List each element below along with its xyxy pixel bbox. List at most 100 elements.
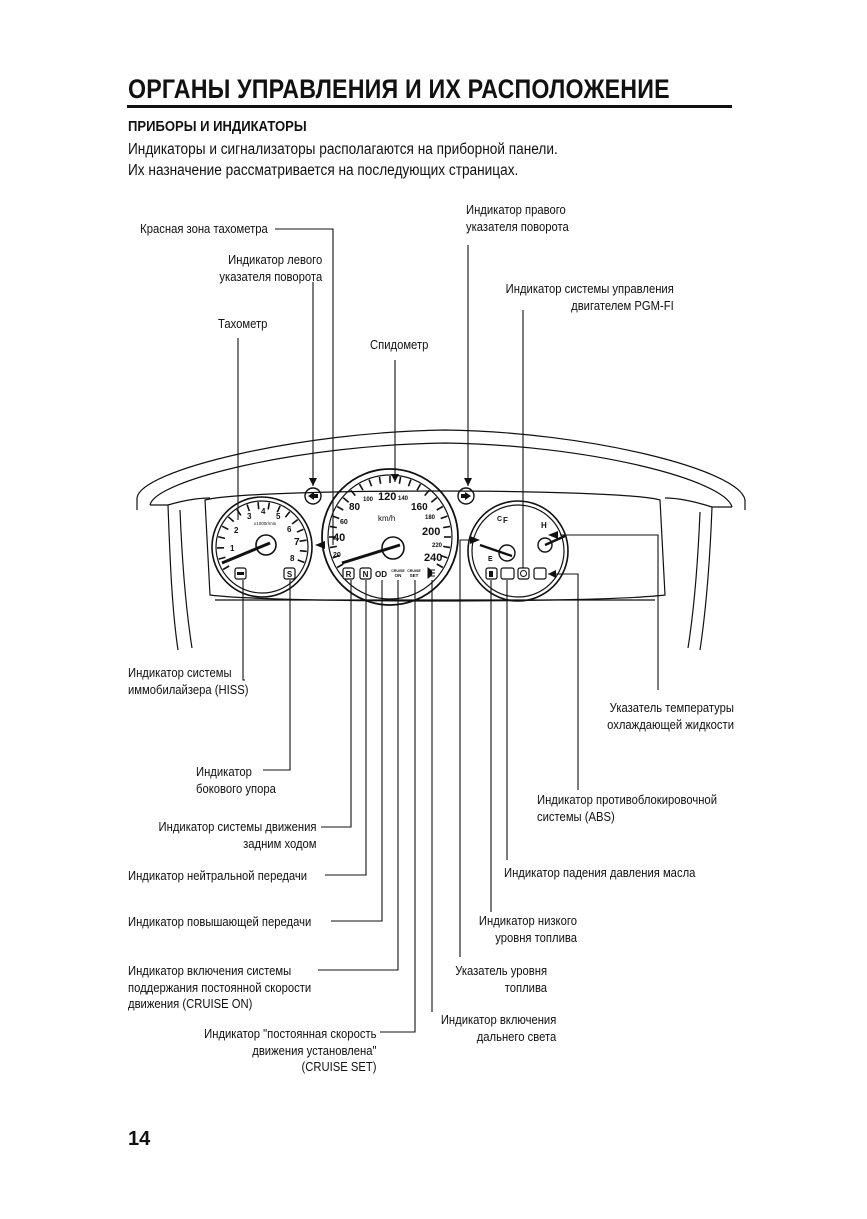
label-speedometer: Спидометр [370,338,429,352]
speedo-tick [336,563,344,569]
intro-line-2: Их назначение рассматривается на последу… [128,162,519,179]
tacho-unit: x1000r/min [254,521,277,526]
reverse-lamp [342,567,355,580]
label-oil-pressure: Индикатор падения давления масла [504,866,696,880]
leader-hiss [242,580,245,681]
speedo-num-40: 40 [333,532,345,544]
arrow-tacho-redzone [315,541,325,549]
leader-coolant [560,534,659,690]
speedo-tick [436,563,444,569]
speedo-num-240: 240 [424,552,442,564]
leader-reverse [321,580,352,828]
speedo-num-100: 100 [363,497,374,503]
reverse-lamp-letter: R [346,570,352,579]
left-turn-lamp [304,487,322,505]
temp-mark-c: C [497,516,502,523]
arrow-left-turn [309,478,317,486]
tacho-tick [217,536,226,540]
tacho-tick [222,565,230,571]
fuel-mark-e: E [488,556,493,563]
speedometer-dial [321,468,459,606]
tacho-num-6: 6 [287,525,292,534]
side-stand-lamp-letter: S [287,570,293,579]
pgmfi-engine-icon [520,570,527,577]
low-fuel-pump-icon [489,571,493,577]
speedo-num-180: 180 [425,515,436,521]
speedo-tick [440,515,448,520]
abs-lamp [533,567,547,580]
speedo-num-20: 20 [333,552,341,559]
speedo-tick [378,476,382,484]
temp-gauge-hub [537,537,553,553]
speedo-num-120: 120 [378,491,396,503]
tacho-tick [299,539,307,543]
tacho-num-7: 7 [294,537,300,548]
right-turn-lamp [457,487,475,505]
speedo-tick [336,505,344,511]
overdrive-lamp-letter: OD [375,570,387,579]
leader-tacho-redzone [275,228,334,545]
speedo-tick [443,525,451,529]
speedo-tick [398,476,402,484]
label-overdrive: Индикатор повышающей передачи [128,915,312,929]
arrow-fuel-gauge [470,536,480,544]
label-tacho-redzone: Красная зона тахометра [140,222,268,236]
tacho-tick [299,549,307,553]
tacho-tick [267,502,271,510]
high-beam-lamp-icon [427,567,435,579]
temp-gauge-needle [544,534,566,547]
leader-side-stand [263,580,291,771]
tacho-num-1: 1 [230,544,235,553]
fuel-gauge-needle [479,543,513,558]
cruise-set-lamp-text-2: SET [410,573,419,578]
neutral-lamp-letter: N [363,570,369,579]
tacho-tick [257,502,260,510]
page-number: 14 [128,1128,151,1150]
right-turn-arrow-icon [461,492,471,500]
speedo-tick [342,497,350,503]
speedo-num-160: 160 [411,502,428,513]
tachometer-dial [211,496,313,598]
tacho-tick [246,504,251,512]
tacho-tick [276,505,281,513]
speedo-tick [436,505,444,511]
pgmfi-lamp [517,567,530,580]
hiss-key-icon [237,572,244,575]
label-neutral: Индикатор нейтральной передачи [128,869,308,883]
label-tachometer: Тахометр [218,317,268,331]
cruise-on-lamp-text-2: ON [395,573,402,578]
tacho-tick [227,516,235,523]
tacho-num-3: 3 [247,512,252,521]
speedo-num-200: 200 [422,526,440,538]
leader-neutral [325,580,367,876]
temp-mark-h: H [541,521,547,530]
leader-overdrive [331,580,383,922]
temp-fuel-dial [467,500,569,602]
arrow-speedometer [391,474,399,482]
intro-text: Индикаторы и сигнализаторы располагаются… [128,139,558,181]
leader-fuel-gauge [459,539,470,957]
side-stand-lamp [283,567,296,580]
speedo-tick [416,483,422,491]
tacho-tick [291,518,299,525]
arrow-right-turn [464,478,472,486]
leader-cruise-on [318,580,399,971]
cluster-hood-inner [149,442,733,508]
arrow-abs [548,570,556,578]
speedo-num-60: 60 [340,519,348,526]
left-turn-arrow-icon [308,492,318,500]
left-side-panel [150,504,179,651]
